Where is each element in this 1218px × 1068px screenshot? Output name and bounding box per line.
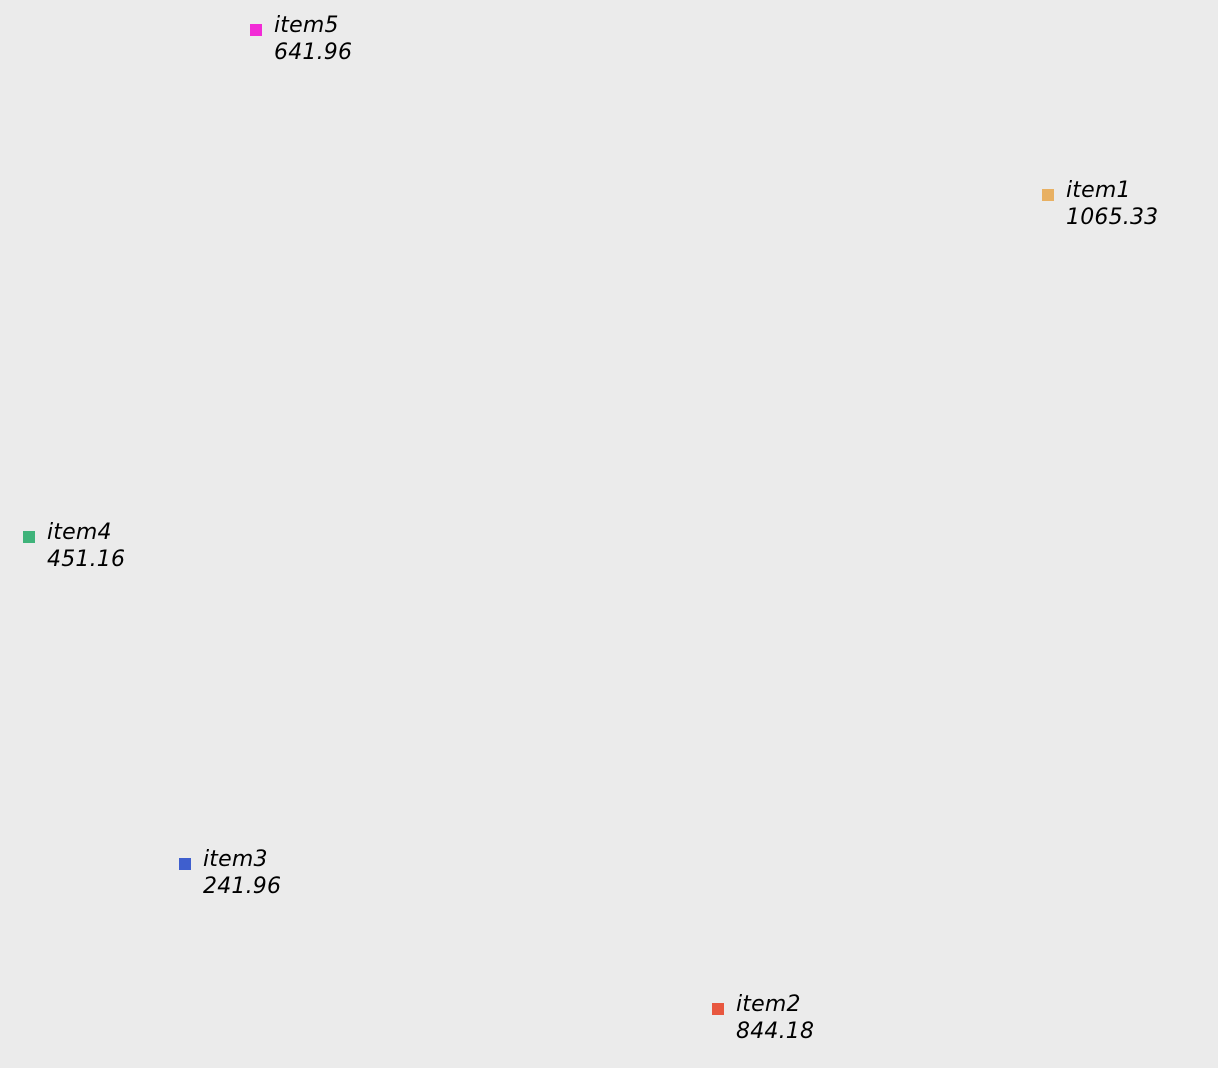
square-marker-icon xyxy=(23,531,35,543)
square-marker-icon xyxy=(179,858,191,870)
point-label: item1 1065.33 xyxy=(1066,177,1158,231)
point-name: item3 xyxy=(203,847,268,872)
point-name: item4 xyxy=(47,520,112,545)
point-value: 451.16 xyxy=(47,547,126,572)
square-marker-icon xyxy=(1042,189,1054,201)
point-value: 1065.33 xyxy=(1066,205,1159,230)
point-label: item5 641.96 xyxy=(274,12,352,66)
point-label: item4 451.16 xyxy=(47,519,125,573)
point-label: item2 844.18 xyxy=(736,991,814,1045)
point-name: item1 xyxy=(1066,178,1131,203)
square-marker-icon xyxy=(712,1003,724,1015)
point-label: item3 241.96 xyxy=(203,846,281,900)
square-marker-icon xyxy=(250,24,262,36)
point-value: 641.96 xyxy=(274,40,353,65)
point-name: item5 xyxy=(274,13,339,38)
point-name: item2 xyxy=(736,992,801,1017)
point-value: 241.96 xyxy=(203,874,282,899)
point-value: 844.18 xyxy=(736,1019,815,1044)
